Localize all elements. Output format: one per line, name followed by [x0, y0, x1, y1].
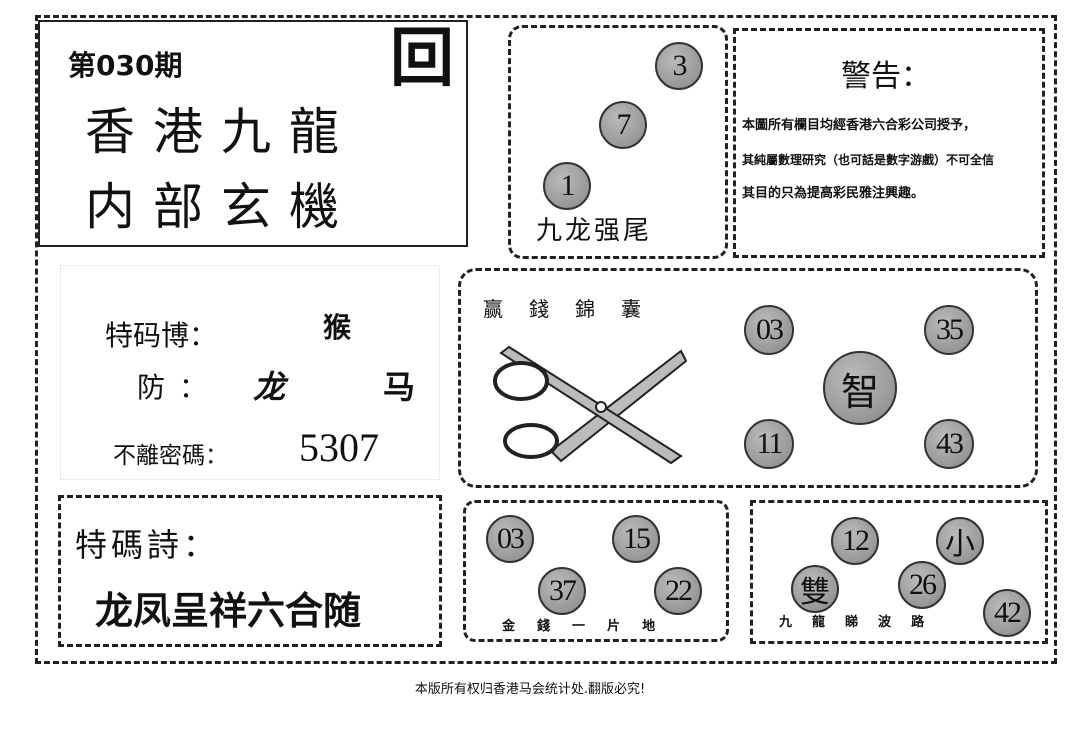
special-label: 特码博： — [105, 319, 218, 352]
warning-title: 警告： — [841, 59, 931, 94]
kowloon-box: 3 7 1 九龙强尾 — [508, 25, 728, 259]
issue-number: 第030期 — [68, 49, 183, 82]
poem-box: 特碼詩： 龙凤呈祥六合随 — [58, 495, 442, 647]
warning-line: 其目的只為提高彩民雅注興趣。 — [742, 186, 925, 201]
guard-value-2: 马 — [383, 368, 416, 406]
caption-char: 錢 — [529, 297, 549, 321]
number-ball: 35 — [924, 305, 974, 355]
number-ball: 7 — [599, 101, 647, 149]
outer-border — [35, 15, 1057, 664]
warning-box: 警告： 本圖所有欄目均經香港六合彩公司授予， 其純屬數理研究（也可話是數字游戲）… — [733, 28, 1045, 258]
code-value: 5307 — [299, 425, 379, 470]
number-ball: 22 — [654, 567, 702, 615]
title-line-1: 香港九龍 — [85, 103, 357, 161]
number-ball: 15 — [612, 515, 660, 563]
caption-char: 金 — [502, 619, 516, 634]
caption-char: 片 — [607, 619, 621, 634]
gold-box: 03 15 37 22 金 錢 一 片 地 — [463, 500, 729, 642]
scissors-icon — [493, 345, 688, 465]
title-line-2: 内部玄機 — [85, 178, 357, 236]
warning-line: 本圖所有欄目均經香港六合彩公司授予， — [742, 118, 977, 133]
caption-char: 錦 — [575, 297, 595, 321]
footer-copyright: 本版所有权归香港马会统计处.翻版必究! — [414, 682, 646, 697]
logo-icon: 回 — [390, 21, 454, 96]
number-ball: 26 — [898, 561, 946, 609]
warning-line: 其純屬數理研究（也可話是數字游戲）不可全信 — [742, 153, 995, 167]
caption-char: 睇 — [845, 615, 859, 630]
caption-char: 波 — [878, 615, 892, 630]
caption-char: 赢 — [483, 297, 503, 321]
number-ball: 03 — [486, 515, 534, 563]
title-box: 第030期 回 香港九龍 内部玄機 — [38, 20, 468, 247]
wave-box: 12 小 雙 26 42 九 龍 睇 波 路 — [750, 500, 1048, 644]
caption-char: 龍 — [812, 615, 826, 630]
poem-text: 龙凤呈祥六合随 — [95, 589, 362, 633]
poem-label: 特碼詩： — [75, 526, 220, 564]
caption-char: 一 — [572, 619, 586, 634]
caption-char: 九 — [779, 615, 793, 630]
caption-char: 路 — [911, 615, 925, 630]
double-ball: 雙 — [791, 565, 839, 613]
caption-char: 地 — [642, 619, 656, 634]
caption-char: 錢 — [537, 619, 551, 634]
wisdom-ball: 智 — [823, 351, 897, 425]
number-ball: 42 — [983, 589, 1031, 637]
number-ball: 03 — [744, 305, 794, 355]
kowloon-caption: 九龙强尾 — [536, 216, 653, 246]
guard-value-1: 龙 — [253, 368, 286, 406]
code-label: 不離密碼： — [113, 443, 228, 469]
small-ball: 小 — [936, 517, 984, 565]
special-value: 猴 — [323, 311, 352, 344]
number-ball: 37 — [538, 567, 586, 615]
number-ball: 11 — [744, 419, 794, 469]
caption-char: 囊 — [621, 297, 641, 321]
number-ball: 3 — [655, 42, 703, 90]
number-ball: 1 — [543, 162, 591, 210]
scissors-box: 赢 錢 錦 囊 03 35 11 43 智 — [458, 268, 1038, 488]
number-ball: 43 — [924, 419, 974, 469]
guard-label: 防： — [137, 371, 222, 404]
number-ball: 12 — [831, 517, 879, 565]
special-box: 特码博： 猴 防： 龙 马 不離密碼： 5307 — [60, 265, 440, 480]
